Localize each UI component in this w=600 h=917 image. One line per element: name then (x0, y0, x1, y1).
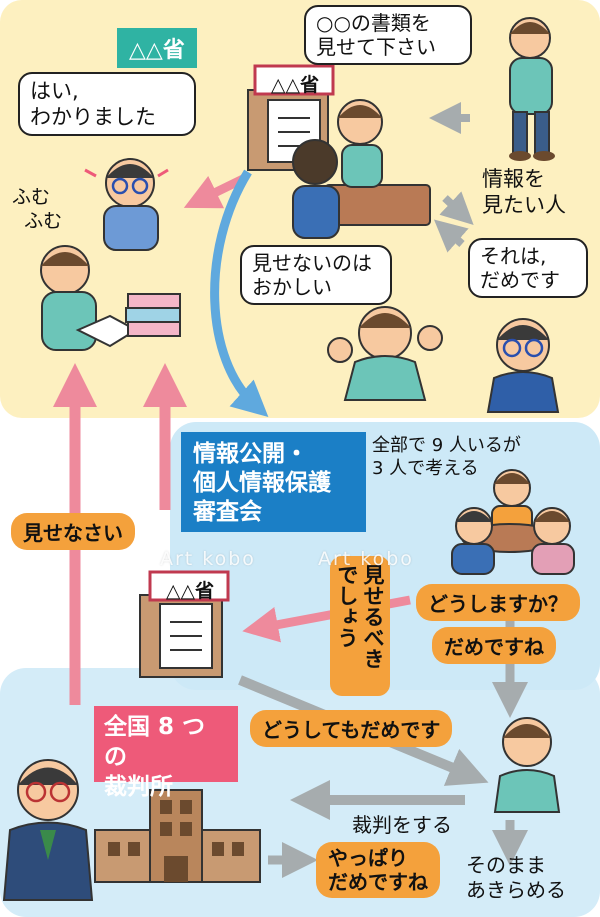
hmm-label: ふむ ふむ (12, 186, 63, 232)
judge-figure (2, 759, 94, 901)
ministry-sign-mid: △△省 (165, 580, 215, 602)
still-no-pill: やっぱり だめですね (316, 842, 440, 898)
order-show-pill: 見せなさい (11, 513, 135, 550)
ministry-sign-top: △△省 (270, 74, 320, 96)
absolutely-no-pill: どうしてもだめです (250, 710, 453, 747)
board-members-figure (451, 469, 575, 575)
refuse-bubble: それは, だめです (468, 238, 588, 298)
ministry-building-mid (139, 570, 230, 678)
arrow-ministry-to-board (210, 169, 269, 418)
refusing-official-figure (486, 318, 560, 413)
court-building (94, 789, 261, 883)
watermark-2: Art kobo (318, 548, 414, 570)
lawsuit-label: 裁判をする (352, 813, 452, 837)
question-pill: どうしますか？ (416, 584, 580, 621)
should-show-pill: 見せるべき でしょう (330, 556, 390, 696)
requester-figure (509, 17, 555, 161)
protest-bubble: 見せないのは おかしい (240, 245, 392, 305)
ministry-tag: △△省 (117, 28, 197, 68)
board-note: 全部で 9 人いるが 3 人で考える (372, 435, 521, 479)
reply-bubble: はい, わかりました (18, 72, 196, 136)
request-bubble: ○○の書類を 見せて下さい (304, 5, 472, 65)
arrow-requester-down (439, 191, 474, 225)
review-board-box: 情報公開・ 個人情報保護 審査会 (181, 432, 366, 532)
protester-figure (327, 306, 443, 401)
reading-figure (40, 245, 181, 351)
official-figure (84, 158, 169, 251)
counter-scene (292, 99, 431, 239)
give-up-label: そのまま あきらめる (466, 853, 566, 902)
no-good-pill: だめですね (432, 627, 556, 664)
requester-label: 情報を 見たい人 (482, 167, 566, 217)
court-box: 全国 8 つの 裁判所 (94, 706, 238, 800)
frustrated-figure (493, 717, 561, 813)
arrow-requester-up (433, 219, 469, 253)
watermark-1: Art kobo (160, 548, 256, 570)
